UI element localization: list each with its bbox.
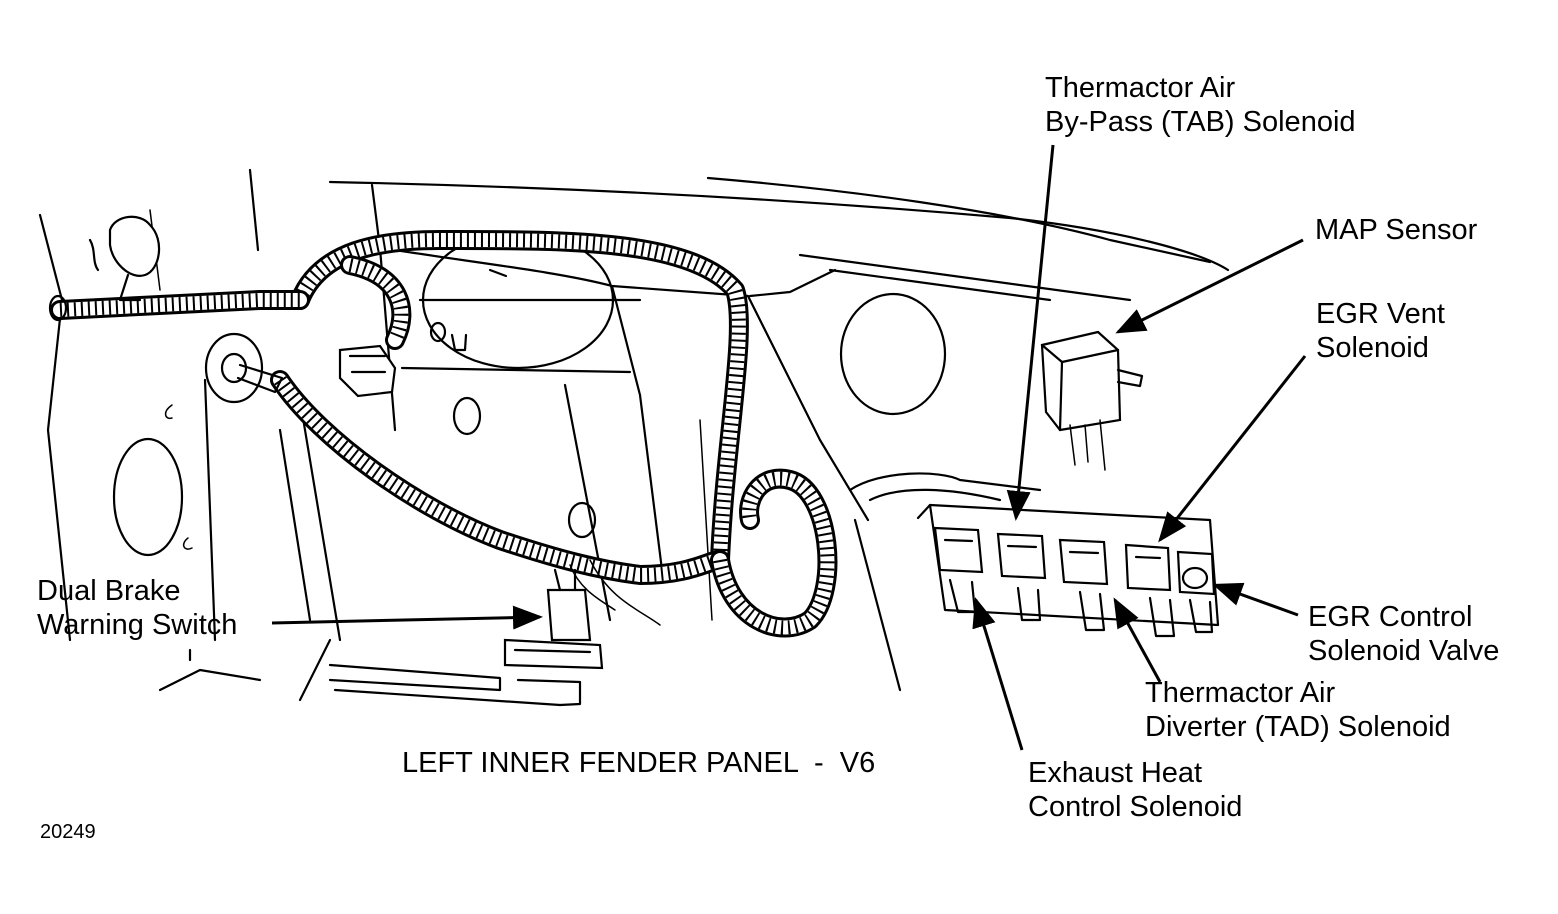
diagram-title: LEFT INNER FENDER PANEL - V6 [402,747,875,779]
label-exhaust-heat-line1: Exhaust Heat [1028,757,1202,789]
label-egr-vent-line1: EGR Vent [1316,298,1445,330]
label-brake-switch: Dual Brake Warning Switch [37,575,237,641]
label-egr-control-line2: Solenoid Valve [1308,635,1499,667]
brake-switch-arrow [271,605,543,630]
label-brake-switch-line1: Dual Brake [37,575,180,607]
map-sensor-arrow [1115,238,1304,334]
tab-solenoid-arrow [1006,144,1055,521]
label-egr-vent: EGR Vent Solenoid [1316,298,1453,364]
wiring-harness [50,229,1042,638]
label-brake-switch-line2: Warning Switch [37,609,237,641]
label-tab-solenoid-line1: Thermactor Air [1045,72,1235,104]
label-egr-vent-line2: Solenoid [1316,332,1429,364]
brake-switch-body [503,568,604,670]
left-connectors [48,215,397,404]
label-map-sensor-line1: MAP Sensor [1315,214,1478,246]
egr-vent-arrow [1158,355,1307,543]
label-egr-control: EGR Control Solenoid Valve [1308,601,1499,667]
label-tab-solenoid: Thermactor Air By-Pass (TAB) Solenoid [1045,72,1356,138]
label-tad-solenoid-line2: Diverter (TAD) Solenoid [1145,711,1451,743]
tad-solenoid-arrow [1113,597,1162,683]
fender-sheet-metal [38,168,1230,707]
figure-number: 20249 [40,821,96,843]
label-tad-solenoid-line1: Thermactor Air [1145,677,1335,709]
label-tad-solenoid: Thermactor Air Diverter (TAD) Solenoid [1145,677,1451,743]
leader-arrows [271,144,1307,751]
engine-bay-artwork [38,168,1230,707]
exhaust-heat-arrow [972,597,1024,751]
label-exhaust-heat: Exhaust Heat Control Solenoid [1028,757,1242,823]
label-egr-control-line1: EGR Control [1308,601,1472,633]
label-tab-solenoid-line2: By-Pass (TAB) Solenoid [1045,106,1356,138]
solenoid-bank [916,503,1220,638]
component-labels: Thermactor Air By-Pass (TAB) Solenoid MA… [37,72,1499,823]
map-sensor-body [1040,330,1144,471]
label-exhaust-heat-line2: Control Solenoid [1028,791,1242,823]
label-map-sensor: MAP Sensor [1315,214,1478,246]
egr-control-arrow [1212,582,1299,617]
